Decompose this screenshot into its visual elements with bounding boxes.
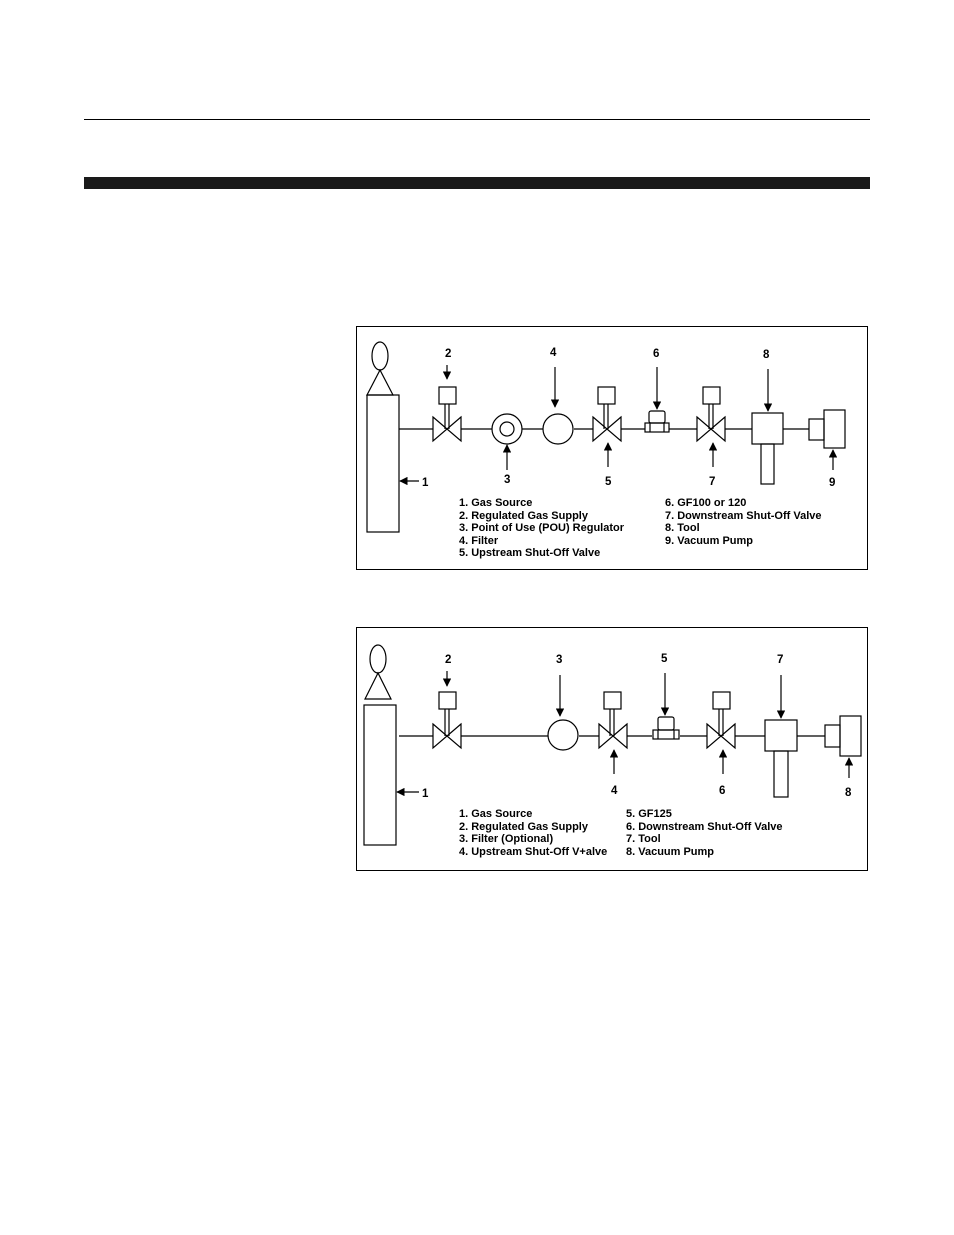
tool-icon bbox=[764, 719, 798, 798]
regulator-icon bbox=[491, 413, 523, 445]
valve-icon bbox=[696, 386, 726, 443]
callout-number: 6 bbox=[653, 348, 659, 360]
callout-number: 7 bbox=[709, 476, 715, 488]
legend-item: 5. GF125 bbox=[626, 808, 672, 820]
legend-item: 6. Downstream Shut-Off Valve bbox=[626, 820, 783, 833]
legend-left: 1. Gas Source 2. Regulated Gas Supply 3.… bbox=[459, 497, 624, 560]
diagram-2-drawing: 1 2 3 4 5 6 7 8 bbox=[363, 644, 862, 846]
section-band bbox=[84, 177, 870, 189]
legend-item: 7. Tool bbox=[626, 833, 661, 846]
gas-cylinder-icon bbox=[366, 341, 400, 533]
legend-left: 1. Gas Source 2. Regulated Gas Supply 3.… bbox=[459, 808, 607, 858]
header-rule bbox=[84, 119, 870, 120]
filter-icon bbox=[542, 413, 574, 445]
legend-item: 6. GF100 or 120 bbox=[665, 497, 747, 509]
callout-number: 3 bbox=[556, 654, 562, 666]
legend-item: 4. Upstream Shut-Off V+alve bbox=[459, 845, 608, 858]
callout-number: 5 bbox=[661, 653, 668, 665]
legend-item: 8. Tool bbox=[665, 522, 700, 535]
callout-number: 8 bbox=[845, 787, 852, 799]
valve-icon bbox=[598, 691, 628, 750]
legend-item: 9. Vacuum Pump bbox=[665, 534, 754, 547]
callout-number: 1 bbox=[422, 788, 429, 800]
valve-icon bbox=[592, 386, 622, 443]
legend-item: 4. Filter bbox=[459, 534, 499, 547]
mass-flow-device-icon bbox=[652, 716, 680, 740]
legend-item: 2. Regulated Gas Supply bbox=[459, 509, 588, 522]
gas-system-diagram-2: 1 2 3 4 5 6 7 8 1. Gas Source 2. Regulat… bbox=[356, 627, 868, 871]
legend-item: 7. Downstream Shut-Off Valve bbox=[665, 509, 822, 522]
legend-item: 3. Point of Use (POU) Regulator bbox=[459, 522, 625, 535]
vacuum-pump-icon bbox=[824, 715, 862, 757]
legend-item: 2. Regulated Gas Supply bbox=[459, 820, 588, 833]
filter-icon bbox=[547, 719, 579, 751]
callout-number: 2 bbox=[445, 654, 451, 666]
legend-right: 6. GF100 or 120 7. Downstream Shut-Off V… bbox=[665, 497, 821, 547]
valve-icon bbox=[432, 691, 462, 750]
gas-cylinder-icon bbox=[363, 644, 397, 846]
callout-number: 1 bbox=[422, 477, 429, 489]
legend-right: 5. GF125 6. Downstream Shut-Off Valve 7.… bbox=[626, 808, 782, 858]
callout-number: 8 bbox=[763, 349, 770, 361]
callout-number: 4 bbox=[550, 347, 557, 359]
vacuum-pump-icon bbox=[808, 409, 846, 449]
callout-number: 2 bbox=[445, 348, 451, 360]
callout-number: 6 bbox=[719, 785, 725, 797]
valve-icon bbox=[706, 691, 736, 750]
legend-item: 5. Upstream Shut-Off Valve bbox=[459, 547, 601, 560]
legend-item: 8. Vacuum Pump bbox=[626, 845, 715, 858]
gas-system-diagram-1: 1 2 3 4 5 6 7 8 9 1. Gas Source 2. Regul… bbox=[356, 326, 868, 570]
callout-number: 4 bbox=[611, 785, 618, 797]
legend-item: 1. Gas Source bbox=[459, 497, 533, 509]
legend-item: 3. Filter (Optional) bbox=[459, 833, 554, 846]
legend-item: 1. Gas Source bbox=[459, 808, 533, 820]
tool-icon bbox=[751, 412, 784, 485]
mass-flow-device-icon bbox=[644, 410, 670, 433]
callout-number: 7 bbox=[777, 654, 783, 666]
callout-number: 3 bbox=[504, 474, 510, 486]
diagram-1-drawing: 1 2 3 4 5 6 7 8 9 bbox=[366, 341, 846, 533]
callout-number: 5 bbox=[605, 476, 612, 488]
valve-icon bbox=[432, 386, 462, 443]
callout-number: 9 bbox=[829, 477, 835, 489]
